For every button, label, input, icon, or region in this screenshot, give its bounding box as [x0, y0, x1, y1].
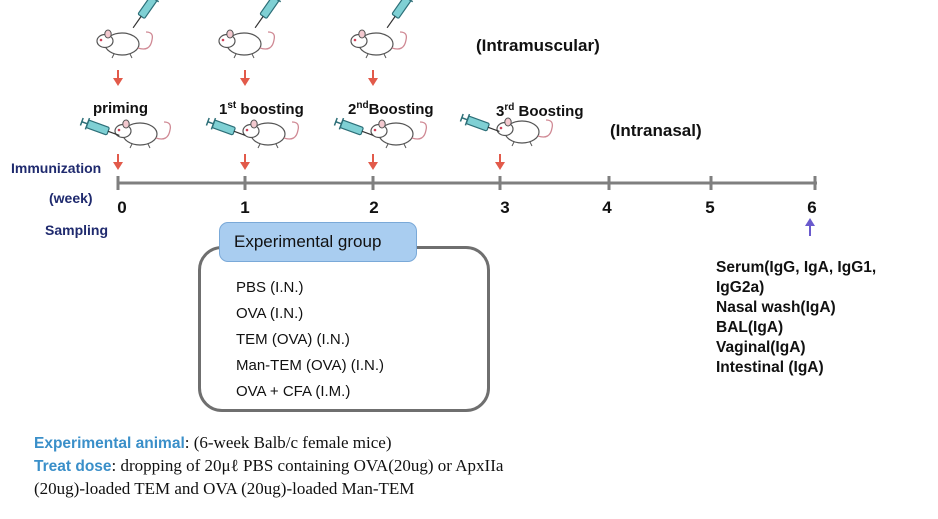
stage-boost-2: 2ndBoosting — [348, 100, 434, 118]
week-tick-3: 3 — [500, 198, 510, 217]
stage-priming: priming — [93, 100, 148, 117]
sampling-item: IgG2a) — [716, 279, 765, 296]
week-tick-1: 1 — [240, 198, 250, 217]
timeline-ticks — [116, 176, 817, 190]
sampling-label: Sampling — [45, 222, 109, 238]
in-arrow-2 — [367, 153, 379, 171]
note-dose: Treat dose: dropping of 20μℓ PBS contain… — [34, 455, 503, 478]
intranasal-label: (Intranasal) — [610, 121, 702, 140]
sampling-item: Intestinal (IgA) — [716, 359, 824, 376]
immunization-label: Immunization — [11, 160, 102, 176]
note-dose-text: : dropping of 20μℓ PBS containing OVA(20… — [111, 456, 504, 475]
group-item: OVA + CFA (I.M.) — [236, 383, 351, 400]
week-tick-0: 0 — [117, 198, 127, 217]
im-mouse-1 — [218, 0, 285, 59]
in-arrow-3 — [494, 153, 506, 171]
in-arrow-0 — [112, 153, 124, 171]
sampling-item: Serum(IgG, IgA, IgG1, — [716, 259, 877, 276]
note-dose-cont: (20ug)-loaded TEM and OVA (20ug)-loaded … — [34, 479, 415, 498]
group-item: OVA (I.N.) — [236, 305, 304, 322]
group-item: TEM (OVA) (I.N.) — [236, 331, 350, 348]
stage-boost-3: 3rd Boosting — [496, 102, 584, 120]
week-label: (week) — [49, 190, 93, 206]
group-item: PBS (I.N.) — [236, 279, 304, 296]
sampling-item: Vaginal(IgA) — [716, 339, 806, 356]
im-arrow-0 — [112, 69, 124, 87]
note-animal-key: Experimental animal — [34, 435, 185, 452]
note-animal-text: : (6-week Balb/c female mice) — [184, 433, 392, 452]
im-mouse-2 — [350, 0, 417, 59]
sampling-item: BAL(IgA) — [716, 319, 784, 336]
in-arrow-1 — [239, 153, 251, 171]
week-tick-4: 4 — [602, 198, 612, 217]
im-mouse-0 — [96, 0, 163, 59]
sampling-arrow — [805, 218, 815, 236]
week-tick-5: 5 — [705, 198, 715, 217]
im-arrow-1 — [239, 69, 251, 87]
week-tick-6: 6 — [807, 198, 817, 217]
stage-boost-1: 1st boosting — [219, 100, 304, 118]
experimental-group-title: Experimental group — [219, 222, 417, 262]
week-tick-2: 2 — [369, 198, 379, 217]
note-dose-key: Treat dose — [34, 458, 112, 475]
note-animal: Experimental animal: (6-week Balb/c fema… — [34, 432, 503, 455]
in-mouse-0 — [79, 115, 172, 149]
experimental-group-list: PBS (I.N.) OVA (I.N.) TEM (OVA) (I.N.) M… — [236, 275, 384, 405]
in-mouse-2 — [333, 115, 428, 149]
notes: Experimental animal: (6-week Balb/c fema… — [34, 432, 503, 500]
im-arrow-2 — [367, 69, 379, 87]
intramuscular-label: (Intramuscular) — [476, 36, 600, 55]
in-mouse-1 — [205, 115, 300, 149]
group-item: Man-TEM (OVA) (I.N.) — [236, 357, 385, 374]
sampling-list: Serum(IgG, IgA, IgG1, IgG2a) Nasal wash(… — [716, 258, 876, 378]
sampling-item: Nasal wash(IgA) — [716, 299, 836, 316]
